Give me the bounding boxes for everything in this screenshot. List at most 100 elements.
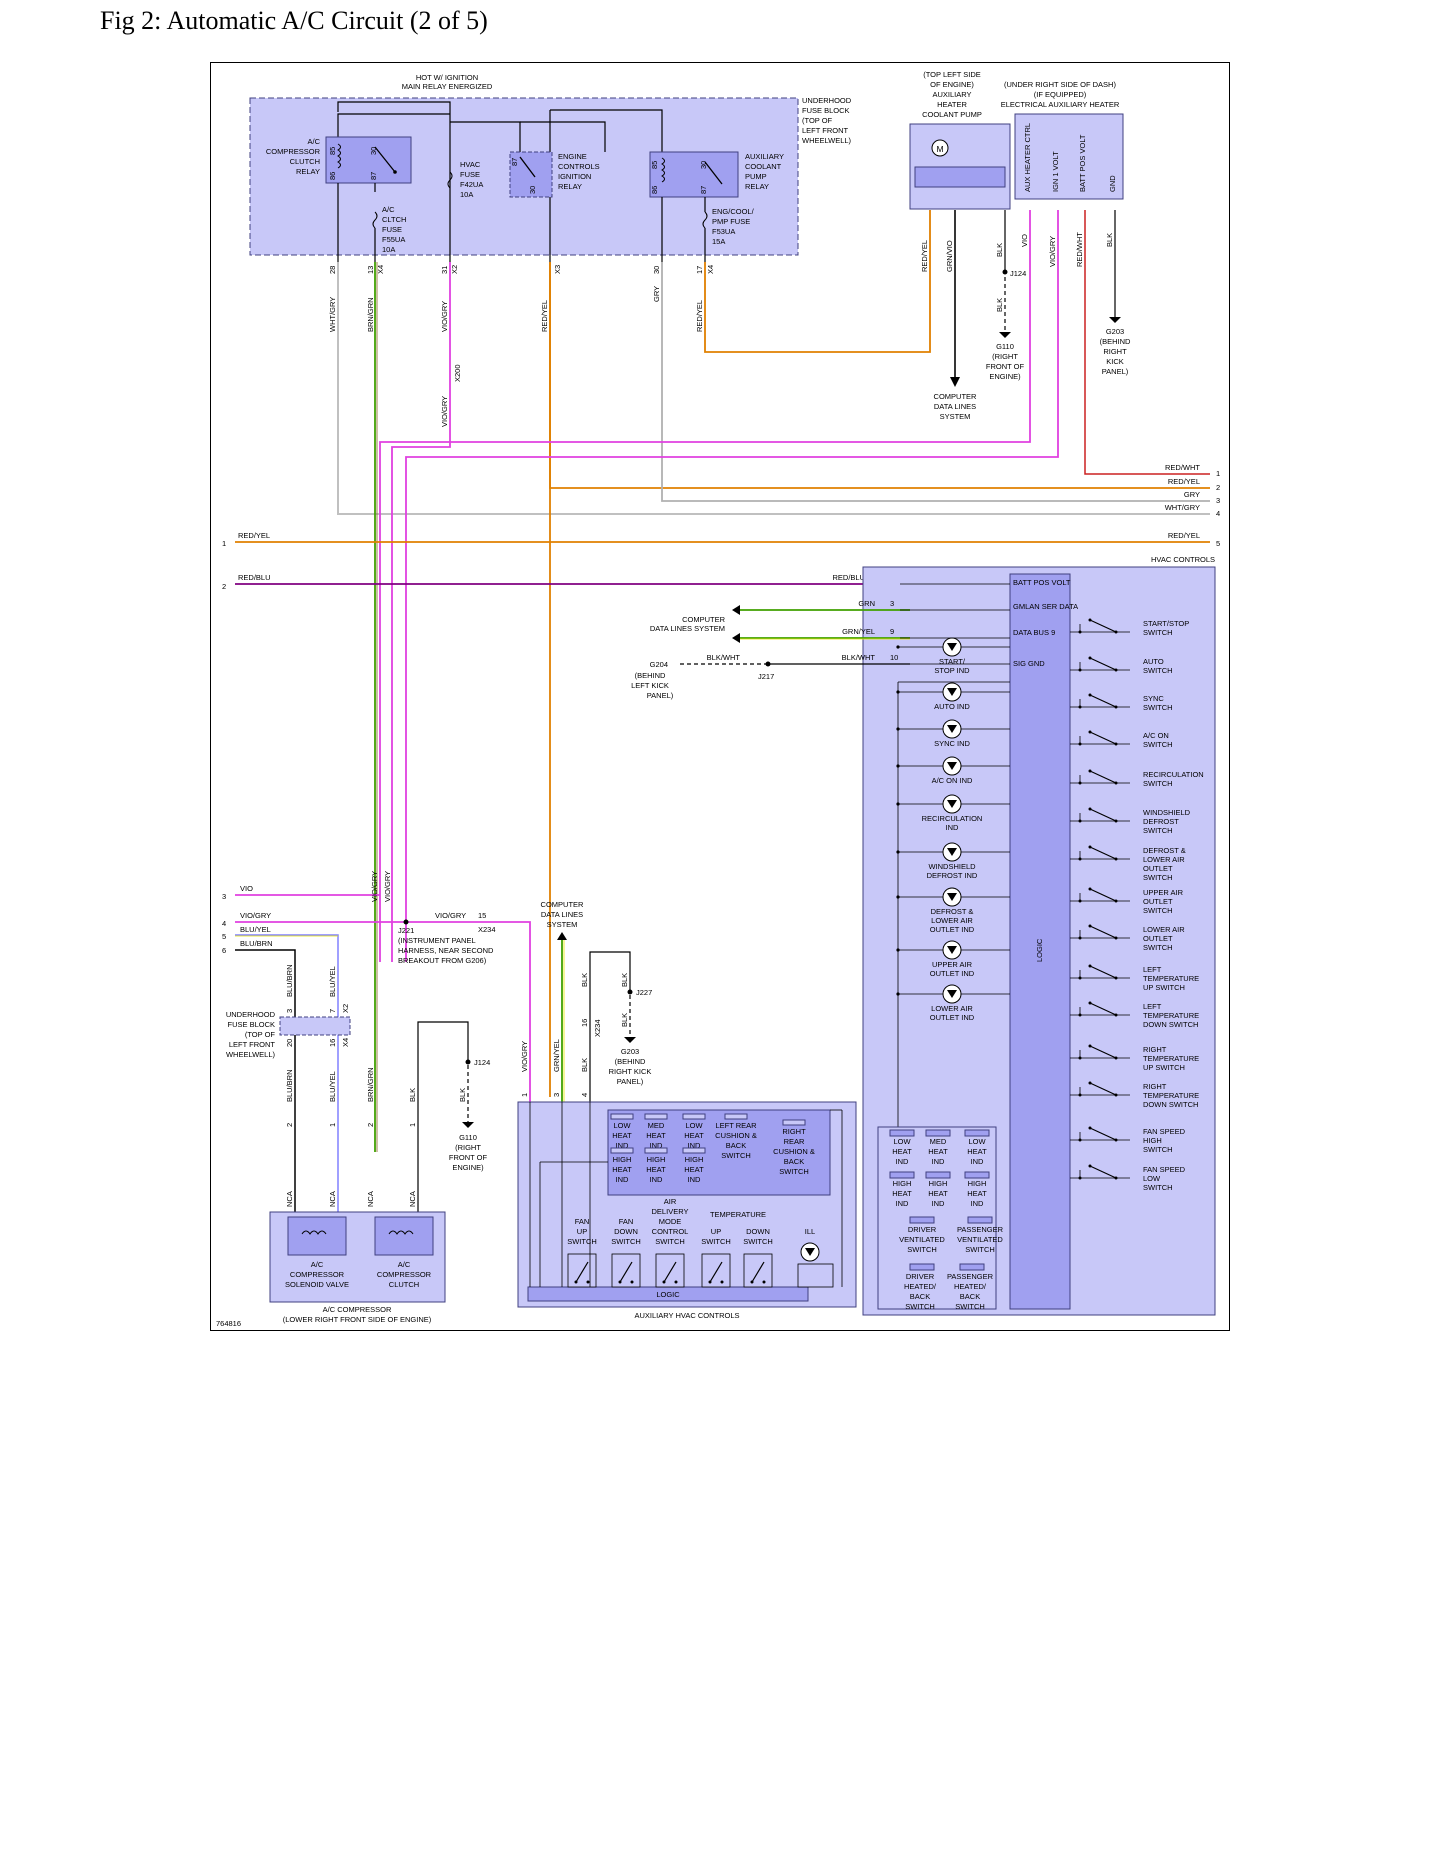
seat-ind-label: IND xyxy=(971,1157,985,1166)
svg-text:(BEHIND: (BEHIND xyxy=(1100,337,1131,346)
svg-text:RELAY: RELAY xyxy=(558,182,582,191)
temp-up-label: UP xyxy=(711,1227,721,1236)
switch-label: SWITCH xyxy=(1143,943,1173,952)
svg-text:GRN/VIO: GRN/VIO xyxy=(945,240,954,272)
svg-text:BLU/BRN: BLU/BRN xyxy=(285,1069,294,1102)
switch-label: FAN SPEED xyxy=(1143,1127,1186,1136)
seat-ind-label: HIGH xyxy=(893,1179,912,1188)
svg-text:BLK/WHT: BLK/WHT xyxy=(707,653,741,662)
svg-text:(RIGHT: (RIGHT xyxy=(992,352,1018,361)
wire-red-wht xyxy=(1084,210,1210,475)
right-rear-label: RIGHT xyxy=(782,1127,806,1136)
svg-text:IGNITION: IGNITION xyxy=(558,172,591,181)
svg-text:BLK: BLK xyxy=(995,243,1004,257)
svg-text:86: 86 xyxy=(650,186,659,194)
svg-text:BLK: BLK xyxy=(458,1088,467,1102)
svg-text:85: 85 xyxy=(650,161,659,169)
electrical-auxiliary-heater xyxy=(1014,113,1124,200)
svg-text:PANEL): PANEL) xyxy=(1102,367,1129,376)
j221-label: (INSTRUMENT PANEL HARNESS, NEAR SECOND B… xyxy=(398,936,494,965)
fan-down-label: FAN xyxy=(619,1217,634,1226)
svg-text:AUX HEATER CTRL: AUX HEATER CTRL xyxy=(1023,123,1032,192)
svg-text:LEFT FRONT: LEFT FRONT xyxy=(802,126,849,135)
indicator-label: OUTLET IND xyxy=(930,1013,975,1022)
switch-label: SYNC xyxy=(1143,694,1164,703)
indicator-label: DEFROST & xyxy=(931,907,974,916)
switch-label: TEMPERATURE xyxy=(1143,1011,1199,1020)
indicator-label: SYNC IND xyxy=(934,739,970,748)
switch-label: SWITCH xyxy=(1143,906,1173,915)
svg-text:X2: X2 xyxy=(341,1004,350,1013)
indicator-label: DEFROST IND xyxy=(927,871,978,880)
svg-text:BATT POS VOLT: BATT POS VOLT xyxy=(1078,134,1087,192)
svg-text:5: 5 xyxy=(1216,539,1220,548)
svg-text:BATT POS VOLT: BATT POS VOLT xyxy=(1013,578,1071,587)
svg-text:A/C: A/C xyxy=(311,1260,324,1269)
aux-ind-label: IND xyxy=(688,1141,702,1150)
seat-ind-label: IND xyxy=(896,1157,910,1166)
aux-ind-label: IND xyxy=(688,1175,702,1184)
svg-text:ENG/COOL/: ENG/COOL/ xyxy=(712,207,755,216)
indicator-label: OUTLET IND xyxy=(930,925,975,934)
aux-ind-label: LOW xyxy=(613,1121,631,1130)
svg-text:RED/BLU: RED/BLU xyxy=(832,573,865,582)
svg-text:17: 17 xyxy=(695,266,704,274)
right-rear-label: CUSHION & xyxy=(773,1147,815,1156)
svg-text:BLU/YEL: BLU/YEL xyxy=(240,925,271,934)
svg-text:G204: G204 xyxy=(650,660,668,669)
svg-text:BRN/GRN: BRN/GRN xyxy=(366,1067,375,1102)
fan-down-label: DOWN xyxy=(614,1227,638,1236)
svg-text:G110: G110 xyxy=(459,1133,477,1142)
seat-ind-label: LOW xyxy=(968,1137,986,1146)
svg-text:(BEHIND: (BEHIND xyxy=(635,671,666,680)
svg-text:VIO/GRY: VIO/GRY xyxy=(240,911,271,920)
air-mode-label: MODE xyxy=(659,1217,682,1226)
svg-text:(TOP OF: (TOP OF xyxy=(245,1030,276,1039)
svg-text:86: 86 xyxy=(328,172,337,180)
pass-heat-label: SWITCH xyxy=(955,1302,985,1311)
indicator-led-1: AUTO IND xyxy=(896,682,1010,711)
right-rear-label: BACK xyxy=(784,1157,804,1166)
svg-text:F55UA: F55UA xyxy=(382,235,405,244)
svg-text:J124: J124 xyxy=(474,1058,490,1067)
aux-ind-label: HEAT xyxy=(684,1165,704,1174)
svg-text:28: 28 xyxy=(328,266,337,274)
hvac-fuse-label: HVAC FUSE F42UA 10A xyxy=(460,160,483,199)
indicator-label: AUTO IND xyxy=(934,702,970,711)
svg-text:X4: X4 xyxy=(376,265,385,274)
svg-text:3: 3 xyxy=(552,1093,561,1097)
svg-text:COOLANT PUMP: COOLANT PUMP xyxy=(922,110,982,119)
switch-label: SWITCH xyxy=(1143,1145,1173,1154)
svg-text:2: 2 xyxy=(285,1123,294,1127)
svg-text:13: 13 xyxy=(366,266,375,274)
svg-text:2: 2 xyxy=(1216,483,1220,492)
svg-text:NCA: NCA xyxy=(366,1191,375,1207)
svg-text:2: 2 xyxy=(222,582,226,591)
g110-bottom-label: G110 (RIGHT FRONT OF ENGINE) xyxy=(449,1133,488,1172)
svg-text:ELECTRICAL AUXILIARY HEATER: ELECTRICAL AUXILIARY HEATER xyxy=(1001,100,1120,109)
svg-text:BLK: BLK xyxy=(995,298,1004,312)
wire-blu-brn xyxy=(235,949,296,1212)
air-mode-label: AIR xyxy=(664,1197,677,1206)
svg-text:BRN/GRN: BRN/GRN xyxy=(366,297,375,332)
svg-text:BLK: BLK xyxy=(620,1013,629,1027)
svg-text:HVAC: HVAC xyxy=(460,160,481,169)
svg-text:2: 2 xyxy=(366,1123,375,1127)
svg-text:20: 20 xyxy=(285,1039,294,1047)
wire-vio-gry-4 xyxy=(235,921,531,1152)
pass-vent-label: SWITCH xyxy=(965,1245,995,1254)
svg-text:M: M xyxy=(936,144,943,154)
indicator-label: STOP IND xyxy=(934,666,970,675)
switch-label: AUTO xyxy=(1143,657,1164,666)
switch-label: DEFROST xyxy=(1143,817,1179,826)
svg-text:GRY: GRY xyxy=(1184,490,1200,499)
svg-text:A/C: A/C xyxy=(382,205,395,214)
svg-text:(TOP LEFT SIDE: (TOP LEFT SIDE xyxy=(923,70,981,79)
